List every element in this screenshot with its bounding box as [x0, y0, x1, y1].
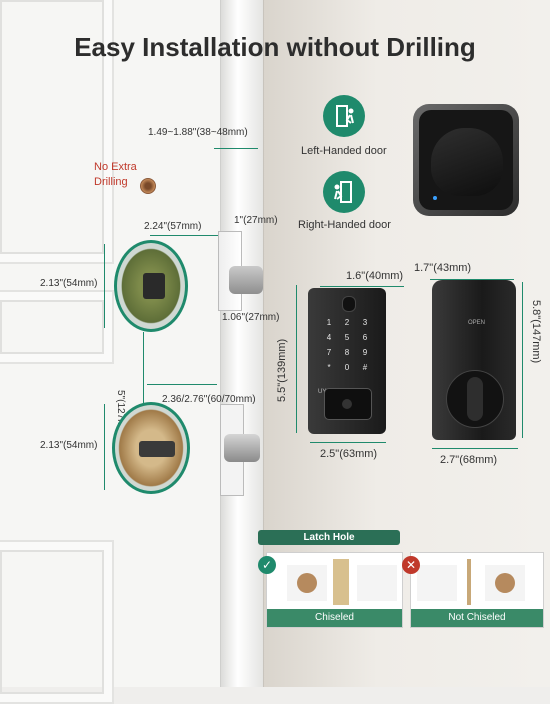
interior-height-line [522, 282, 523, 438]
faceplate-height-label: 1.06"(27mm) [222, 312, 280, 323]
keypad-key: 6 [362, 333, 368, 342]
existing-hole-marker [140, 178, 156, 194]
keypad-key: 3 [362, 318, 368, 327]
keypad-key: 9 [362, 348, 368, 357]
keypad-key: 5 [344, 333, 350, 342]
cross-icon: ✕ [402, 556, 420, 574]
interior-depth-label: 1.7"(43mm) [414, 262, 472, 274]
exterior-height-label: 5.5"(139mm) [276, 338, 288, 402]
door-panel-top [0, 0, 114, 264]
status-led-icon [433, 196, 437, 200]
check-icon: ✓ [258, 556, 276, 574]
keypad-grid: 1 2 3 4 5 6 7 8 9 * 0 # [320, 318, 374, 374]
hole-depth-label: 2.24"(57mm) [144, 221, 202, 232]
interior-knob-device [413, 104, 519, 216]
interior-width-line [432, 448, 518, 449]
left-handed-label: Left-Handed door [301, 145, 387, 157]
thumbturn-base [446, 370, 504, 428]
open-label: OPEN [468, 320, 486, 326]
upper-hole-diameter-line [104, 244, 105, 328]
latch-hole-title: Latch Hole [258, 530, 400, 545]
lower-hole-diagram [112, 402, 190, 494]
upper-hole-diagram [114, 240, 188, 332]
keypad-key: 8 [344, 348, 350, 357]
interior-height-label: 5.8"(147mm) [530, 300, 542, 364]
no-drilling-line1: No Extra [94, 161, 137, 173]
hole-spacing-line [143, 332, 144, 404]
door-thickness-label: 1.49~1.88"(38~48mm) [148, 127, 248, 138]
right-handed-label: Right-Handed door [298, 219, 391, 231]
thumbturn-icon [467, 377, 483, 421]
left-handed-door-icon [323, 95, 365, 137]
lower-latch-diagram [224, 434, 260, 462]
not-chiseled-label: Not Chiseled [411, 609, 543, 627]
upper-hole-diameter-label: 2.13"(54mm) [40, 278, 98, 289]
door-thickness-dimension-line [214, 148, 258, 149]
keypad-key: 4 [326, 333, 332, 342]
keypad-key: 1 [326, 318, 332, 327]
exterior-height-line [296, 285, 297, 433]
page-title: Easy Installation without Drilling [74, 32, 476, 62]
door-panel-bottom [0, 540, 114, 704]
hole-depth-dimension-line [150, 235, 218, 236]
backset-line [147, 384, 217, 385]
no-drilling-line2: Drilling [94, 176, 128, 188]
lower-hole-diameter-line [104, 404, 105, 490]
keypad-key: 0 [344, 363, 350, 372]
chiseled-card: Chiseled [266, 552, 403, 628]
keypad-key: # [362, 363, 368, 372]
interior-width-label: 2.7"(68mm) [440, 454, 498, 466]
fingerprint-sensor-icon [342, 296, 356, 312]
exterior-width-label: 2.5"(63mm) [320, 448, 378, 460]
right-handed-door-icon [323, 171, 365, 213]
keypad-lever [324, 388, 372, 420]
door-edge [220, 0, 264, 687]
keypad-key: 2 [344, 318, 350, 327]
exterior-depth-label: 1.6"(40mm) [346, 270, 404, 282]
keyhole-icon [342, 399, 352, 409]
lower-hole-diameter-label: 2.13"(54mm) [40, 440, 98, 451]
door-background [0, 0, 220, 687]
chiseled-label: Chiseled [267, 609, 402, 627]
door-panel-middle [0, 290, 114, 364]
keypad-key: 7 [326, 348, 332, 357]
interior-depth-line [430, 279, 514, 280]
exterior-depth-line [320, 286, 404, 287]
interior-unit-device: OPEN [432, 280, 516, 440]
no-drilling-label: No Extra Drilling [94, 160, 137, 190]
keypad-key: * [327, 363, 331, 372]
not-chiseled-card: Not Chiseled [410, 552, 544, 628]
faceplate-width-label: 1"(27mm) [234, 215, 278, 226]
exterior-width-line [310, 442, 386, 443]
latch-bolt-diagram [229, 266, 263, 294]
backset-label: 2.36/2.76"(60/70mm) [162, 394, 256, 405]
